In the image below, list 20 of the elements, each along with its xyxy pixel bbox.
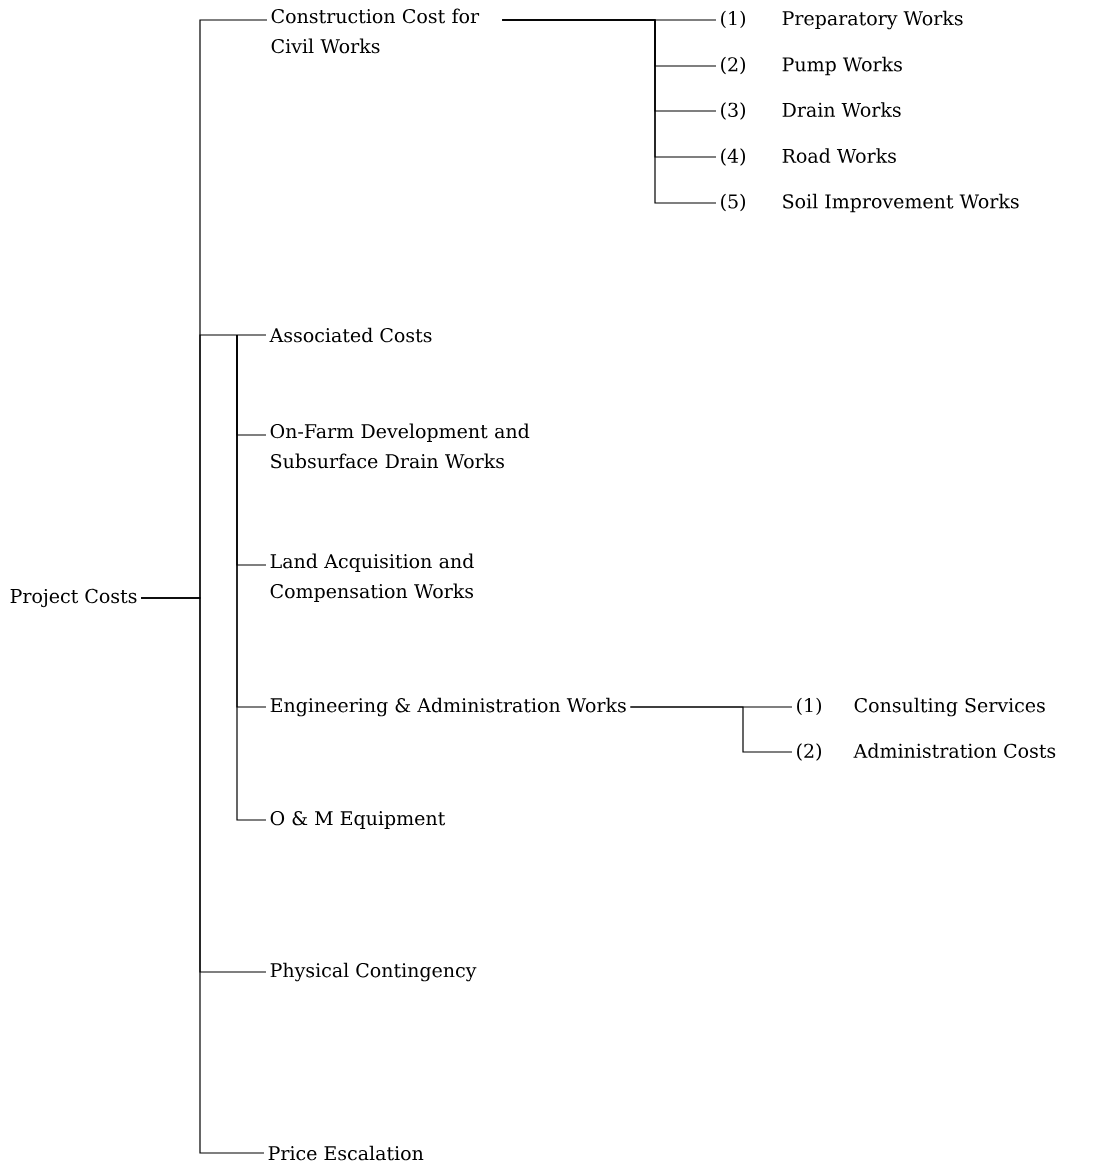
branch-label: On-Farm Development and Subsurface Drain Works xyxy=(270,423,530,469)
branch-label: (1) Preparatory Works xyxy=(721,10,963,30)
branch-label: Engineering & Administration Works xyxy=(270,697,626,717)
branch-label: Price Escalation xyxy=(268,1145,424,1161)
root-label: Project Costs xyxy=(10,588,137,608)
connector-line xyxy=(236,334,267,821)
branch-label: (2) Administration Costs xyxy=(797,743,1056,761)
branch-label: (3) Drain Works xyxy=(721,102,901,120)
branch-label: (5) Soil Improvement Works xyxy=(721,193,1019,213)
branch-label: (2) Pump Works xyxy=(721,56,902,76)
branch-label: O & M Equipment xyxy=(270,811,446,830)
branch-label: (4) Road Works xyxy=(721,148,896,166)
branch-label: Construction Cost for Civil Works xyxy=(271,8,480,54)
branch-label: (1) Consulting Services xyxy=(797,697,1045,717)
branch-label: Associated Costs xyxy=(269,327,432,343)
connector-line xyxy=(140,597,265,1154)
connector-line xyxy=(501,19,717,204)
connector-line xyxy=(629,706,793,753)
branch-label: Land Acquisition and Compensation Works xyxy=(270,553,474,602)
branch-label: Physical Contingency xyxy=(270,962,477,982)
